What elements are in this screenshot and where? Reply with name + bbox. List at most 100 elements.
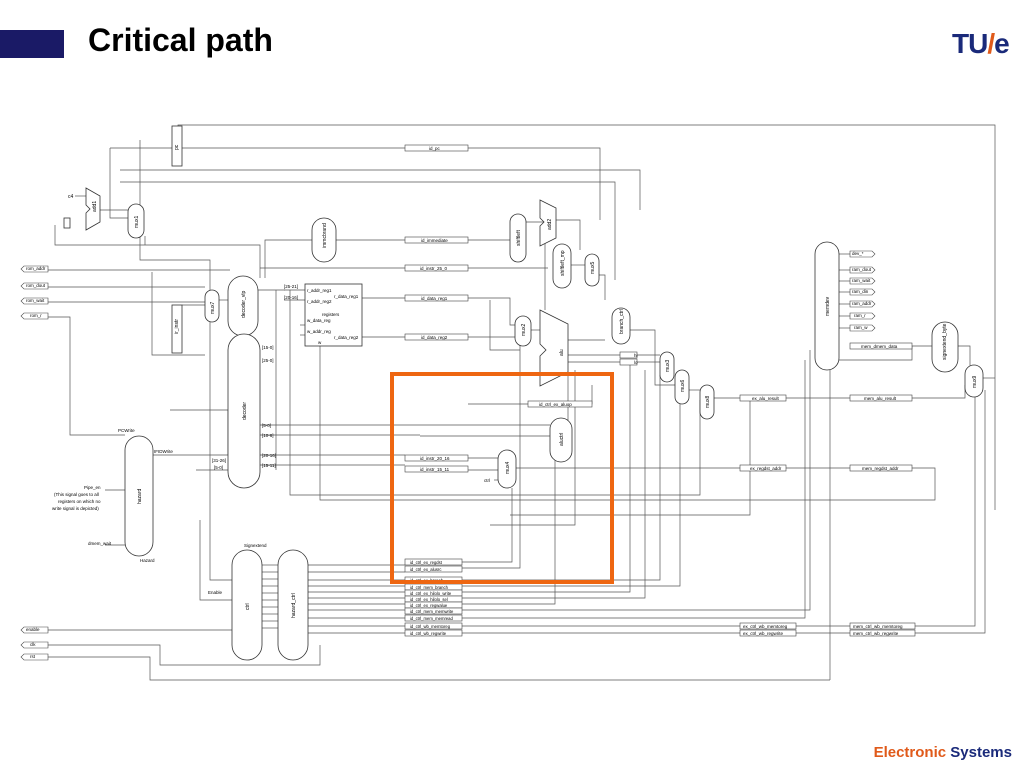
svg-text:id_data_reg1: id_data_reg1: [421, 296, 448, 301]
logo-part-tu: TU: [952, 28, 988, 59]
svg-text:id_data_reg2: id_data_reg2: [421, 335, 448, 340]
svg-text:ctrl: ctrl: [245, 603, 251, 610]
small-reg-block: [63, 217, 71, 229]
svg-text:[15-0]: [15-0]: [262, 345, 274, 350]
svg-text:immcbrand: immcbrand: [322, 223, 328, 248]
svg-text:id_ctrl_mem_memread: id_ctrl_mem_memread: [410, 616, 453, 621]
logo-slash: /: [987, 28, 995, 59]
svg-text:hi: hi: [634, 353, 638, 358]
critical-path-highlight: [390, 372, 614, 584]
pc-register: pc: [171, 125, 183, 167]
shiftleft-block: shiftleft: [509, 213, 527, 263]
mem-alu-result-box: [849, 394, 913, 402]
c4-label: c4: [68, 194, 74, 200]
id-ctrl-ex-aluop-box: [527, 400, 593, 408]
mem-dmem-data-box: [849, 342, 913, 350]
svg-text:rom_wait: rom_wait: [26, 298, 45, 303]
svg-text:ex_ctrl_wb_regwrite: ex_ctrl_wb_regwrite: [743, 631, 784, 636]
svg-text:Hazard: Hazard: [140, 558, 155, 563]
decoder-block: decoder: [227, 333, 261, 489]
svg-text:pc: pc: [174, 144, 180, 150]
svg-text:mem_regdst_addr: mem_regdst_addr: [862, 466, 899, 471]
id-pc-box: [404, 144, 469, 152]
svg-text:add2: add2: [547, 219, 553, 230]
svg-text:id_ctrl_ex_hilolo_write: id_ctrl_ex_hilolo_write: [410, 591, 452, 596]
svg-text:hazard_ctrl: hazard_ctrl: [291, 593, 297, 618]
svg-text:id_ctrl_ex_hilolo_sel: id_ctrl_ex_hilolo_sel: [410, 597, 448, 602]
svg-text:[10-6]: [10-6]: [262, 433, 274, 438]
svg-text:id_instr_25_0: id_instr_25_0: [420, 266, 448, 271]
svg-text:[20-16]: [20-16]: [284, 295, 298, 300]
svg-text:dev_*: dev_*: [852, 251, 864, 256]
ctrl-label: ctrl: [484, 478, 490, 483]
svg-text:lo: lo: [634, 360, 638, 365]
svg-text:ram_din: ram_din: [852, 289, 869, 294]
mem-regdst-addr-box: [849, 464, 913, 472]
svg-text:w_addr_reg: w_addr_reg: [307, 329, 331, 334]
svg-text:Enable: Enable: [208, 590, 223, 595]
svg-text:registers on which no: registers on which no: [58, 499, 101, 504]
svg-text:alu: alu: [559, 349, 565, 356]
svg-text:write signal is depicted): write signal is depicted): [52, 506, 99, 511]
mux6-block: mux6: [674, 369, 690, 405]
ex-alu-result-box: [739, 394, 787, 402]
svg-text:[25-0]: [25-0]: [262, 358, 274, 363]
ex-regwrite-box: [739, 629, 797, 637]
svg-text:mux8: mux8: [705, 396, 711, 408]
decoder-vlp-block: decoder_vlp: [227, 275, 259, 337]
svg-text:branch_ctrl: branch_ctrl: [619, 309, 625, 334]
svg-text:shiftleft: shiftleft: [516, 230, 522, 246]
svg-text:add1: add1: [92, 201, 98, 212]
mux7-block: mux7: [204, 289, 220, 323]
lo-register: lo: [619, 358, 638, 366]
svg-text:ir_instr: ir_instr: [174, 319, 180, 334]
svg-text:IFIDWrite: IFIDWrite: [154, 449, 173, 454]
svg-text:id_immediate: id_immediate: [421, 238, 448, 243]
svg-text:shiftleft_mp: shiftleft_mp: [560, 250, 566, 276]
svg-text:r_data_reg2: r_data_reg2: [334, 335, 359, 340]
register-file: r_addr_reg1 r_addr_reg2 r_data_reg1 regi…: [304, 283, 363, 347]
svg-text:w: w: [318, 340, 322, 345]
svg-text:aluctrl: aluctrl: [559, 433, 565, 446]
ctrl-signal-list: id_ctrl_ex_regdst id_ctrl_ex_alusrc id_c…: [404, 558, 463, 637]
logo-part-e: e: [994, 28, 1010, 59]
id-instr-15-11-box: [404, 465, 469, 473]
svg-text:(This signal goes to all: (This signal goes to all: [54, 492, 99, 497]
svg-text:rom_addr: rom_addr: [26, 266, 46, 271]
svg-text:ex_ctrl_wb_memtoreg: ex_ctrl_wb_memtoreg: [743, 624, 788, 629]
svg-text:r_addr_reg1: r_addr_reg1: [307, 288, 332, 293]
svg-text:mem_alu_result: mem_alu_result: [864, 396, 897, 401]
svg-text:mem_dmem_data: mem_dmem_data: [861, 344, 898, 349]
svg-text:mux9: mux9: [972, 376, 978, 388]
svg-text:registers: registers: [322, 312, 340, 317]
mux8-block: mux8: [699, 384, 715, 420]
svg-text:id_instr_15_11: id_instr_15_11: [420, 467, 450, 472]
svg-text:signextend_byte: signextend_byte: [942, 323, 948, 360]
annotations: PCWrite IFIDWrite Pipe_en (This signal g…: [52, 428, 267, 595]
add1-block: add1: [85, 187, 101, 231]
slide-title: Critical path: [88, 22, 273, 58]
svg-text:id_ctrl_ex_regdst: id_ctrl_ex_regdst: [410, 560, 443, 565]
svg-text:ram_w: ram_w: [854, 325, 868, 330]
svg-text:clk: clk: [30, 642, 36, 647]
svg-text:rom_r: rom_r: [30, 313, 42, 318]
pipeline-signal-boxes: id_pc id_immediate id_instr_25_0 id_data…: [404, 144, 916, 637]
mux9-block: mux9: [964, 364, 984, 398]
svg-text:id_ctrl_ex_alusrc: id_ctrl_ex_alusrc: [410, 567, 441, 572]
svg-text:ram_dout: ram_dout: [852, 267, 872, 272]
add2-block: add2: [539, 199, 557, 247]
id-instr-25-0-box: [404, 264, 469, 272]
svg-text:rom_dout: rom_dout: [26, 283, 46, 288]
svg-text:id_instr_20_16: id_instr_20_16: [420, 456, 450, 461]
aluctrl-block: aluctrl: [549, 417, 573, 463]
svg-text:ex_regdst_addr: ex_regdst_addr: [750, 466, 782, 471]
svg-text:memdev: memdev: [825, 296, 831, 316]
svg-text:rst: rst: [30, 654, 36, 659]
svg-text:mux2: mux2: [521, 324, 527, 336]
svg-text:[5-0]: [5-0]: [262, 423, 271, 428]
svg-text:[5-0]: [5-0]: [214, 465, 223, 470]
hazard-block: hazard: [124, 435, 154, 557]
svg-text:dmem_wait: dmem_wait: [88, 541, 112, 546]
svg-text:decoder: decoder: [242, 402, 248, 420]
